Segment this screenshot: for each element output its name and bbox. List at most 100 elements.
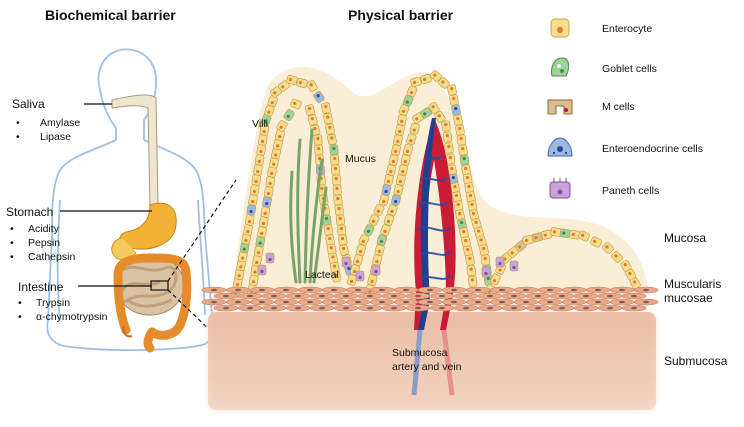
ent-cell — [313, 134, 323, 146]
muscle-nucleus — [379, 300, 385, 304]
ent-cell — [373, 204, 385, 216]
ent-cell — [444, 142, 454, 154]
muscle-nucleus — [499, 300, 505, 304]
ent-cell — [323, 112, 333, 125]
muscle-nucleus — [259, 300, 265, 304]
enterocyte-icon — [550, 18, 570, 38]
ent-cell — [391, 144, 401, 156]
ent-cell — [331, 271, 342, 283]
muscle-nucleus — [283, 288, 289, 292]
ent-cell — [307, 114, 318, 126]
ent-cell — [455, 124, 465, 136]
ent-cell — [333, 194, 343, 206]
muscle-nucleus — [415, 294, 421, 298]
saliva-label: Saliva — [12, 97, 45, 111]
muscle-nucleus — [223, 306, 229, 310]
ent-cell — [276, 120, 288, 132]
muscle-nucleus — [499, 288, 505, 292]
lacteal — [289, 128, 328, 284]
muscle-nucleus — [583, 294, 589, 298]
stomach-label: Stomach — [6, 205, 53, 219]
ent-cell — [466, 265, 476, 277]
muscle-nucleus — [427, 300, 433, 304]
ent-cell — [321, 102, 331, 114]
ent-cell — [236, 259, 246, 272]
ent-cell — [397, 114, 407, 126]
muscle-nucleus — [403, 300, 409, 304]
muscle-nucleus — [271, 294, 277, 298]
paneth-cell — [257, 264, 267, 276]
muscle-nucleus — [235, 300, 241, 304]
title-physical: Physical barrier — [348, 7, 454, 23]
ent-cell — [629, 277, 641, 290]
ent-cell — [327, 133, 337, 146]
muscle-nucleus — [487, 306, 493, 310]
ent-cell — [270, 86, 282, 98]
large-intestine — [113, 253, 192, 353]
ent-cell — [625, 268, 637, 281]
legend: Enterocyte Goblet cells M cells Enteroen… — [547, 18, 703, 199]
legend-enteroendocrine: Enteroendocrine cells — [602, 143, 703, 155]
ent-cell — [380, 224, 391, 236]
ent-cell — [244, 214, 255, 226]
ent-cell — [473, 226, 485, 239]
endo-cell — [313, 91, 325, 103]
ent-cell — [458, 144, 468, 156]
ent-cell — [383, 174, 394, 186]
ent-cell — [442, 131, 453, 143]
ent-cell — [332, 184, 342, 196]
ent-cell — [328, 252, 338, 264]
vessels-label-line2: artery and vein — [392, 361, 462, 373]
ent-cell — [569, 229, 581, 240]
appendix — [122, 325, 133, 338]
bullet: • — [10, 237, 14, 249]
esophagus — [111, 94, 159, 209]
ent-cell — [234, 268, 245, 280]
muscle-nucleus — [319, 294, 325, 298]
muscularis-label-line1: Muscularis — [664, 277, 721, 291]
goblet-cell — [283, 109, 295, 121]
stomach — [119, 202, 177, 250]
muscle-nucleus — [295, 306, 301, 310]
ent-cell — [507, 246, 520, 258]
paneth-cell — [265, 252, 275, 264]
muscle-nucleus — [439, 306, 445, 310]
muscle-nucleus — [451, 300, 457, 304]
stomach-group: Stomach • Acidity • Pepsin • Cathepsin — [6, 205, 152, 263]
title-biochemical: Biochemical barrier — [45, 7, 176, 23]
ent-cell — [338, 234, 348, 246]
ent-cell — [253, 164, 263, 176]
ent-cell — [273, 138, 283, 151]
ent-cell — [480, 254, 491, 266]
ent-cell — [441, 120, 451, 132]
ent-cell — [447, 164, 457, 176]
ent-cell — [334, 204, 344, 216]
muscle-nucleus — [307, 300, 313, 304]
muscle-nucleus — [631, 294, 637, 298]
muscle-nucleus — [331, 300, 337, 304]
zoom-line-bottom — [167, 289, 216, 336]
goblet-cell — [363, 224, 375, 236]
artery-stem — [441, 329, 455, 396]
intestine-label: Intestine — [18, 280, 64, 294]
ent-cell — [286, 74, 298, 86]
ent-cell — [290, 98, 302, 110]
legend-m-cells: M cells — [602, 101, 635, 113]
muscle-nucleus — [439, 294, 445, 298]
mcell-cell — [531, 232, 544, 243]
muscle-nucleus — [451, 288, 457, 292]
blood-vessels — [411, 118, 456, 396]
muscle-nucleus — [619, 288, 625, 292]
ent-cell — [540, 229, 553, 240]
ent-cell — [611, 251, 623, 263]
goblet-cell — [459, 154, 470, 166]
endo-cell — [381, 184, 392, 196]
muscle-nucleus — [535, 294, 541, 298]
goblet-cell — [255, 236, 266, 248]
muscle-nucleus — [523, 288, 529, 292]
paneth-cell-icon — [549, 178, 571, 199]
muscle-nucleus — [259, 288, 265, 292]
ent-cell — [265, 176, 276, 188]
goblet-cell — [420, 107, 432, 119]
